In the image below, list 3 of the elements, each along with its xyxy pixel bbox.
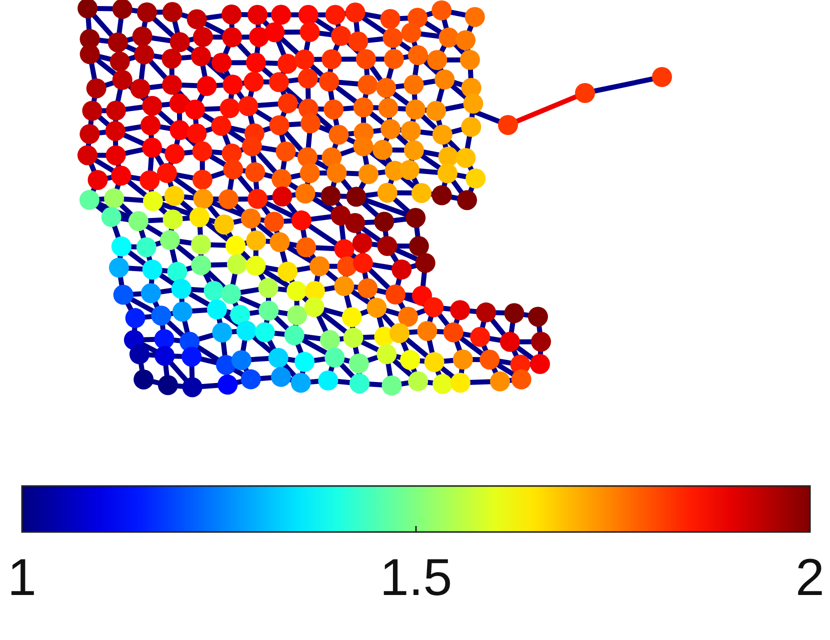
tick-label: 1: [8, 552, 36, 604]
tick-label: 2: [796, 552, 824, 604]
tick-label: 1.5: [380, 552, 452, 604]
